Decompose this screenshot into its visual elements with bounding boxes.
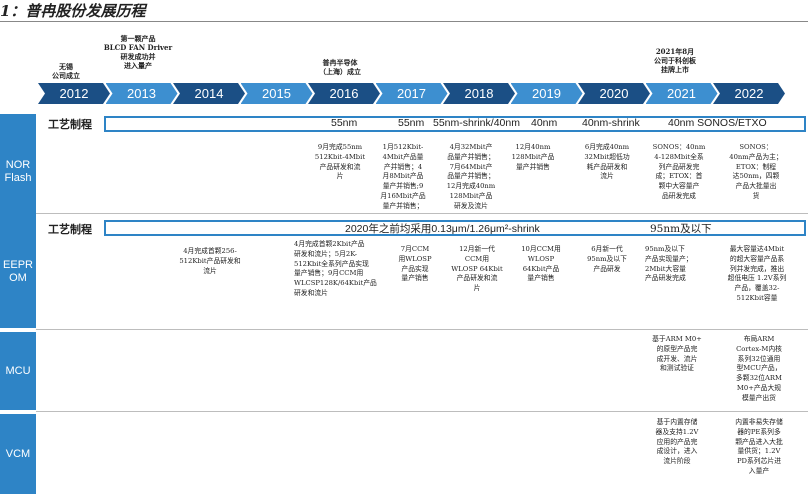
nor-process-2016: 55nm	[331, 117, 358, 129]
eeprom-note-2022: 最大容量达4Mbit 的超大容量产品系 列并发完成，推出 超低电压 1.2V系列…	[727, 245, 787, 302]
year-2012: 2012	[38, 83, 110, 104]
nor-process-bar	[104, 116, 806, 132]
nor-note-2022: SONOS： 40nm产品为主； ETOX：制程 达50nm，四颗 产品大批量出…	[729, 143, 783, 200]
milestone-2013: 第一颗产品 BLCD FAN Driver 研发成功并 进入量产	[103, 34, 173, 70]
eeprom-note-2016: 4月完成首颗2Kbit产品 研发和流片；5月2K- 512Kbit全系列产品实现…	[294, 240, 377, 297]
year-2018: 2018	[443, 83, 515, 104]
year-2015: 2015	[241, 83, 313, 104]
year-2020: 2020	[578, 83, 650, 104]
sidebar-mcu: MCU	[0, 332, 36, 410]
milestone-2016: 普冉半导体 （上海）成立	[319, 58, 361, 76]
nor-process-label: 工艺制程	[48, 118, 92, 131]
eeprom-process-right: 95nm及以下	[650, 223, 712, 235]
title-divider	[0, 21, 808, 22]
eeprom-note-2018: 12月新一代 CCM用 WLOSP 64Kbit 产品研发和流 片	[451, 245, 503, 293]
eeprom-note-2021: 95nm及以下 产品实现量产； 2Mbit大容量 产品研发完成	[645, 245, 693, 283]
eeprom-note-2017: 7月CCM 用WLOSP 产品实现 量产销售	[398, 245, 432, 283]
nor-note-2016: 9月完成55nm 512Kbit-4Mbit 产品研发和流 片	[314, 143, 366, 181]
separator-mcu	[36, 411, 808, 412]
nor-note-2020: 6月完成40nm 32Mbit超低功 耗产品研发和 流片	[584, 143, 630, 181]
eeprom-process-main: 2020年之前均采用0.13μm/1.26μm²-shrink	[345, 223, 540, 235]
year-2021: 2021	[646, 83, 718, 104]
nor-process-2018: 55nm-shrink/40nm	[433, 117, 520, 129]
eeprom-process-label: 工艺制程	[48, 223, 92, 236]
eeprom-note-2020: 6月新一代 95nm及以下 产品研发	[587, 245, 627, 273]
separator-nor	[36, 213, 808, 214]
nor-process-2021: 40nm SONOS/ETXO	[668, 117, 767, 129]
nor-note-2019: 12月40nm 128Mbit产品 量产并销售	[511, 143, 555, 171]
nor-process-2019: 40nm	[531, 117, 558, 129]
nor-note-2017: 1月512Kbit- 4Mbit产品量 产并销售；4 月8Mbit产品 量产并销…	[380, 143, 426, 210]
mcu-note-2021: 基于ARM M0+ 的原型产品完 成开发、流片 和测试验证	[652, 335, 702, 373]
nor-process-2017: 55nm	[398, 117, 425, 129]
nor-note-2018: 4月32Mbit产 品量产并销售； 7月64Mbit产 品量产并销售； 12月完…	[446, 143, 496, 210]
vcm-note-2021: 基于内置存储 器及支持1.2V 应用的产品完 成设计，进入 流片阶段	[655, 418, 699, 466]
year-2022: 2022	[713, 83, 785, 104]
nor-note-2021: SONOS：40nm 4-128Mbit全系 列产品研发完 成；ETOX：首 颗…	[652, 143, 706, 200]
mcu-note-2022: 布局ARM Cortex-M内核 系列32位通用 型MCU产品， 多颗32位AR…	[735, 335, 783, 402]
vcm-note-2022: 内置非易失存储 器的PE系列多 颗产品进入大批 量供货；1.2V PD系列芯片进…	[735, 418, 783, 475]
eeprom-note-2019: 10月CCM用 WLOSP 64Kbit产品 量产销售	[521, 245, 561, 283]
milestone-2021: 2021年8月 公司于科创板 挂牌上市	[654, 47, 696, 74]
year-2019: 2019	[511, 83, 583, 104]
sidebar-eeprom: EEPR OM	[0, 216, 36, 328]
year-2013: 2013	[106, 83, 178, 104]
milestone-2012: 无锡 公司成立	[52, 62, 80, 80]
nor-process-2020: 40nm-shrink	[582, 117, 640, 129]
eeprom-process-bar	[104, 220, 806, 236]
year-2017: 2017	[376, 83, 448, 104]
year-2016: 2016	[308, 83, 380, 104]
eeprom-note-2014: 4月完成首颗256- 512Kbit产品研发和 流片	[179, 247, 241, 275]
year-2014: 2014	[173, 83, 245, 104]
separator-eeprom	[36, 329, 808, 330]
sidebar-vcm: VCM	[0, 414, 36, 494]
page-title: 1：普冉股份发展历程	[0, 2, 146, 20]
sidebar-nor-flash: NOR Flash	[0, 114, 36, 229]
